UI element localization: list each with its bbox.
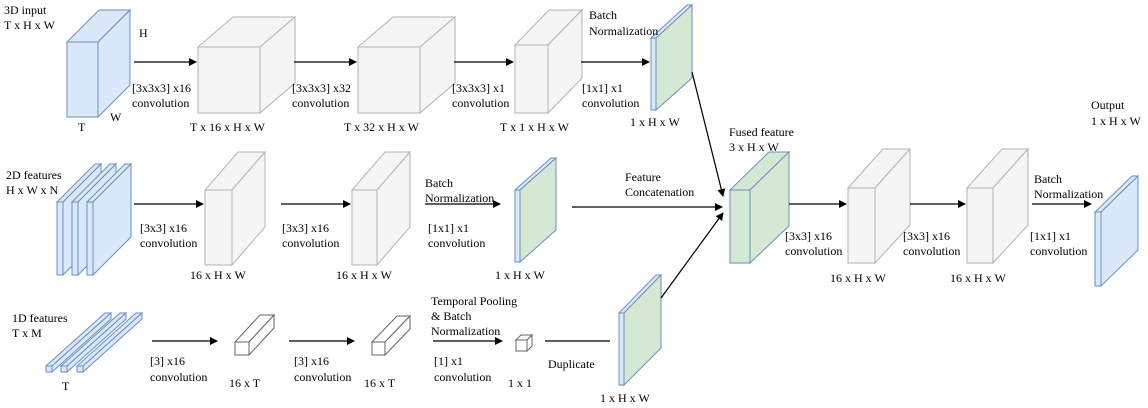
conv3d-2-kernel: [3x3x3] x32 (292, 81, 351, 95)
conv3d-4-word: convolution (582, 96, 639, 110)
input-1d-dims: T x M (12, 326, 42, 340)
input-1d-stack (44, 311, 144, 374)
conv1d-3-kernel: [1] x1 (434, 354, 463, 368)
conv2d-16-block-b (350, 150, 412, 267)
output-map (1093, 174, 1140, 288)
input-3d-cube (65, 8, 132, 119)
conv1d-1-kernel: [3] x16 (150, 354, 185, 368)
fusion-conv-block-b (965, 147, 1030, 265)
arrow-1d-to-fusion (660, 212, 724, 299)
conv1d-2-kernel: [3] x16 (294, 354, 329, 368)
row-2d-output: 1 x H x W (495, 268, 545, 282)
conv2d-2-kernel: [3x3] x16 (282, 221, 329, 235)
conv1d-2-output: 16 x T (364, 376, 396, 390)
concat-line2: Concatenation (625, 185, 694, 199)
row-2d: 2D features H x W x N [3x3] x16 convolut… (6, 150, 694, 282)
conv1d-1-word: convolution (150, 370, 207, 384)
conv1d-3-word: convolution (434, 370, 491, 384)
conv3d-3-kernel: [3x3x3] x1 (452, 81, 505, 95)
conv3d-3-word: convolution (452, 96, 509, 110)
fused-feature-block (728, 150, 791, 265)
fused-title: Fused feature (729, 125, 794, 139)
row-3d-output: 1 x H x W (630, 115, 680, 129)
pool-line1: Temporal Pooling (431, 294, 517, 308)
fusion-conv1-word: convolution (785, 244, 842, 258)
pool-line3: Normalization (431, 324, 500, 338)
bn-fusion-line2: Normalization (1034, 187, 1103, 201)
fusion-conv1-kernel: [3x3] x16 (785, 229, 832, 243)
pooled-output: 1 x 1 (508, 376, 532, 390)
fusion-conv2-output: 16 x H x W (950, 271, 1006, 285)
axis-1d-t-label: T (62, 379, 70, 393)
conv2d-1-output: 16 x H x W (190, 268, 246, 282)
conv1d-2-word: convolution (294, 370, 351, 384)
conv2d-3-kernel: [1x1] x1 (428, 221, 469, 235)
fusion-conv3-kernel: [1x1] x1 (1030, 229, 1071, 243)
conv2d-3-word: convolution (428, 236, 485, 250)
fusion-conv-block-a (846, 147, 912, 265)
fusion-branch: Fused feature 3 x H x W [3x3] x16 convol… (572, 71, 1141, 299)
bn-fusion-line1: Batch (1034, 172, 1062, 186)
output-title: Output (1091, 98, 1125, 112)
bn-3d-line1: Batch (589, 8, 617, 22)
row-1d: 1D features T x M T [3] x16 convolution … (12, 273, 663, 405)
conv2d-1-kernel: [3x3] x16 (140, 221, 187, 235)
axis-h-label: H (139, 26, 148, 40)
output-dims: 1 x H x W (1091, 114, 1141, 128)
conv1d-1-output: 16 x T (229, 376, 261, 390)
pooled-scalar-block (514, 333, 534, 353)
conv2d-2-word: convolution (282, 236, 339, 250)
bn-3d-line2: Normalization (589, 24, 658, 38)
feature-map-3d-out (649, 3, 694, 112)
fusion-conv2-kernel: [3x3] x16 (903, 229, 950, 243)
fusion-conv2-word: convolution (903, 244, 960, 258)
conv3d-32-block (356, 15, 457, 115)
conv3d-1-block (513, 8, 584, 115)
fused-dims: 3 x H x W (729, 140, 779, 154)
row-3d: 3D input T x H x W H T W [3x3x3] x16 con… (4, 3, 694, 134)
conv1d-16-block-b (370, 314, 412, 357)
conv3d-4-kernel: [1x1] x1 (582, 81, 623, 95)
conv3d-1-kernel: [3x3x3] x16 (132, 81, 191, 95)
conv2d-16-block-a (203, 150, 267, 267)
duplicate-label: Duplicate (548, 357, 595, 371)
conv2d-2-output: 16 x H x W (336, 268, 392, 282)
axis-t-label: T (78, 120, 86, 134)
input-2d-stack (55, 162, 133, 277)
fusion-conv3-word: convolution (1030, 244, 1087, 258)
arrow-3d-to-fusion (691, 71, 726, 197)
conv3d-1-output: T x 16 x H x W (190, 120, 266, 134)
conv3d-1-word: convolution (132, 96, 189, 110)
conv3d-16-block (196, 15, 297, 115)
conv2d-1-word: convolution (140, 236, 197, 250)
conv3d-2-output: T x 32 x H x W (344, 120, 420, 134)
feature-map-1d-out (617, 273, 663, 387)
axis-w-label: W (110, 110, 122, 124)
input-2d-dims: H x W x N (6, 183, 59, 197)
input-1d-title: 1D features (12, 311, 68, 325)
feature-map-2d-out (513, 156, 558, 264)
row-1d-output: 1 x H x W (600, 391, 650, 405)
fusion-conv1-output: 16 x H x W (830, 271, 886, 285)
input-3d-dims: T x H x W (4, 18, 56, 32)
conv3d-2-word: convolution (292, 96, 349, 110)
conv3d-3-output: T x 1 x H x W (500, 120, 570, 134)
concat-line1: Feature (625, 170, 661, 184)
bn-2d-line1: Batch (425, 176, 453, 190)
bn-2d-line2: Normalization (425, 191, 494, 205)
input-2d-title: 2D features (6, 168, 62, 182)
conv1d-16-block-a (233, 313, 276, 357)
input-3d-title: 3D input (4, 3, 47, 17)
pool-line2: & Batch (431, 309, 471, 323)
